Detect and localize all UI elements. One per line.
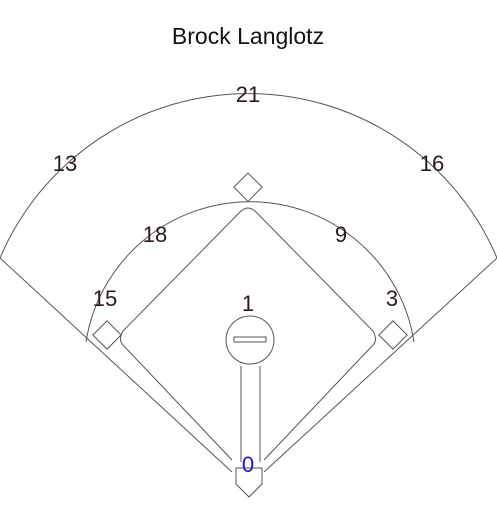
third-base-number: 15	[92, 286, 118, 311]
pitcher-lane	[240, 366, 261, 462]
left-field-number: 13	[52, 151, 78, 176]
outfield-fence	[0, 93, 497, 259]
second-base-number: 9	[334, 222, 348, 247]
pitchers-rubber	[233, 336, 267, 343]
first-base-number: 3	[385, 286, 399, 311]
home-plate	[235, 467, 263, 498]
infield-arc	[85, 201, 415, 343]
pitcher-number: 1	[241, 291, 255, 316]
basepath-diamond	[120, 207, 376, 461]
left-foul-line	[0, 257, 233, 473]
shortstop-number: 18	[142, 222, 168, 247]
second-base	[233, 172, 263, 203]
third-base	[92, 320, 122, 350]
center-field-number: 21	[235, 82, 261, 107]
right-foul-line	[263, 257, 497, 473]
player-name: Brock Langlotz	[171, 23, 325, 49]
first-base	[378, 320, 408, 350]
catcher-number: 0	[241, 452, 255, 477]
right-field-number: 16	[419, 151, 445, 176]
